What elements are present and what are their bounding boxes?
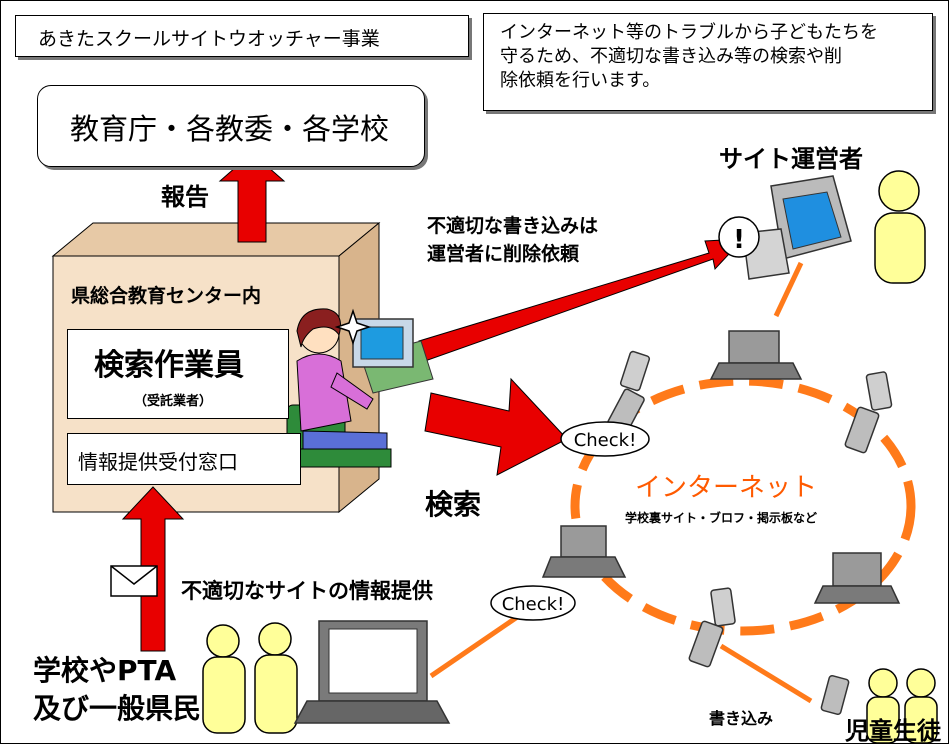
authorities-label: 教育庁・各教委・各学校	[70, 112, 390, 146]
center-title: 県総合教育センター内	[71, 285, 262, 307]
searcher-sub-label: （受託業者）	[134, 394, 213, 409]
public-people-icon	[202, 622, 298, 734]
info-window-box: 情報提供受付窓口	[67, 433, 301, 485]
public-laptop-icon	[293, 620, 451, 724]
mobile-phone-icon	[820, 674, 850, 716]
searcher-label: 検索作業員	[94, 348, 244, 383]
mobile-phone-icon	[607, 350, 651, 434]
search-label: 検索	[425, 488, 482, 521]
operator-computer-icon	[742, 175, 852, 280]
public-line-2: 及び一般県民	[33, 692, 202, 725]
deletion-request-line-1: 不適切な書き込みは	[427, 215, 599, 237]
report-arrow	[218, 152, 286, 243]
laptop-icon	[541, 525, 627, 578]
internet-label: インターネット	[635, 473, 818, 503]
laptop-icon	[813, 552, 901, 604]
envelope-icon	[110, 565, 158, 597]
project-title: あきたスクールサイトウオッチャー事業	[38, 28, 380, 50]
check-label: Check!	[502, 594, 565, 615]
operator-person-icon	[874, 170, 926, 284]
description-line-3: 除依頼を行います。	[500, 70, 661, 91]
svg-text:!: !	[733, 225, 745, 255]
search-arrow	[424, 377, 568, 476]
mobile-phone-icon	[844, 371, 893, 454]
searcher-person-icon	[286, 308, 434, 468]
site-operator-label: サイト運営者	[719, 145, 863, 173]
internet-sub-label: 学校裏サイト・ブロフ・掲示板など	[625, 511, 818, 525]
check-bubble: Check!	[560, 421, 650, 457]
description-line-2: 守るため、不適切な書き込み等の検索や削	[500, 46, 842, 67]
deletion-request-line-2: 運営者に削除依頼	[427, 243, 580, 265]
description-box: インターネット等のトラブルから子どもたちを 守るため、不適切な書き込み等の検索や…	[483, 13, 933, 111]
mobile-phone-icon	[688, 587, 736, 668]
write-label: 書き込み	[709, 709, 774, 728]
public-line-1: 学校やPTA	[33, 654, 177, 687]
project-title-box: あきたスクールサイトウオッチャー事業	[15, 15, 469, 57]
check-label: Check!	[574, 430, 637, 451]
students-label: 児童生徒	[845, 717, 941, 744]
students-icon	[866, 668, 938, 743]
check-bubble: Check!	[490, 585, 576, 621]
warning-icon: !	[718, 216, 760, 258]
sparkle-icon	[334, 308, 372, 346]
info-window-label: 情報提供受付窓口	[78, 450, 238, 474]
searcher-box: 検索作業員 （受託業者）	[67, 329, 289, 419]
report-label: 報告	[161, 183, 209, 211]
network-links	[429, 261, 813, 704]
authorities-box: 教育庁・各教委・各学校	[37, 85, 425, 167]
laptop-icon	[709, 330, 803, 380]
info-provision-label: 不適切なサイトの情報提供	[181, 579, 433, 603]
internet-network	[570, 376, 916, 636]
description-line-1: インターネット等のトラブルから子どもたちを	[500, 22, 878, 43]
